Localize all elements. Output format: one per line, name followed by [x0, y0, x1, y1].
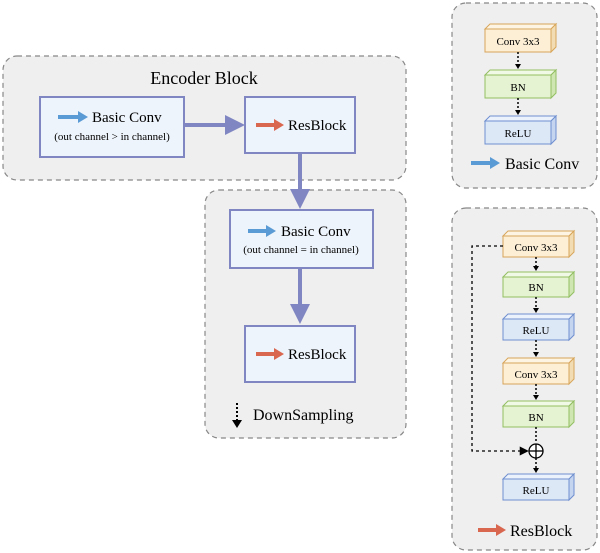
layer-block-conv: Conv 3x3: [501, 356, 576, 386]
red-arrow-icon: [256, 119, 284, 131]
layer-block-conv: Conv 3x3: [501, 229, 576, 259]
layer-block-relu: ReLU: [501, 312, 576, 342]
skip-connection: [471, 245, 529, 456]
resblock-legend-label: ResBlock: [510, 523, 572, 540]
layer-label: ReLU: [523, 325, 550, 337]
downsampling-resblock-label: ResBlock: [288, 347, 347, 363]
encoder-basic-conv-node: [39, 96, 185, 158]
layer-block-conv: Conv 3x3: [483, 22, 558, 54]
encoder-basic-conv-label: Basic Conv: [92, 110, 162, 126]
basic-conv-legend-label: Basic Conv: [505, 156, 579, 173]
layer-block-bn: BN: [483, 68, 558, 100]
downsampling-basic-conv-sublabel: (out channel = in channel): [243, 244, 359, 256]
layer-label: Conv 3x3: [496, 36, 540, 48]
layer-block-relu: ReLU: [483, 114, 558, 146]
red-arrow-icon: [256, 348, 284, 360]
layer-label: ReLU: [523, 485, 550, 497]
layer-label: Conv 3x3: [514, 369, 558, 381]
downsampling-legend-label: DownSampling: [253, 407, 353, 424]
layer-label: BN: [510, 82, 525, 94]
basic-conv-panel-layers: Conv 3x3 BN ReLU: [483, 22, 558, 146]
layer-block-relu: ReLU: [501, 472, 576, 502]
downsampling-basic-conv-node: [229, 209, 374, 269]
layer-label: BN: [528, 282, 543, 294]
encoder-resblock-label: ResBlock: [288, 118, 347, 134]
layer-label: Conv 3x3: [514, 242, 558, 254]
layer-label: BN: [528, 412, 543, 424]
dashed-down-arrow-icon: [232, 403, 242, 428]
encoder-basic-conv-sublabel: (out channel > in channel): [54, 131, 170, 143]
blue-arrow-icon: [471, 157, 500, 169]
blue-arrow-icon: [58, 111, 88, 123]
blue-arrow-icon: [248, 225, 276, 237]
encoder-block-title: Encoder Block: [150, 68, 257, 88]
red-arrow-icon: [478, 524, 506, 536]
layer-label: ReLU: [505, 128, 532, 140]
layer-block-bn: BN: [501, 399, 576, 429]
layer-block-bn: BN: [501, 270, 576, 299]
downsampling-basic-conv-label: Basic Conv: [281, 224, 351, 240]
resblock-panel-layers: Conv 3x3 BN ReLU Conv 3x3: [471, 229, 576, 502]
